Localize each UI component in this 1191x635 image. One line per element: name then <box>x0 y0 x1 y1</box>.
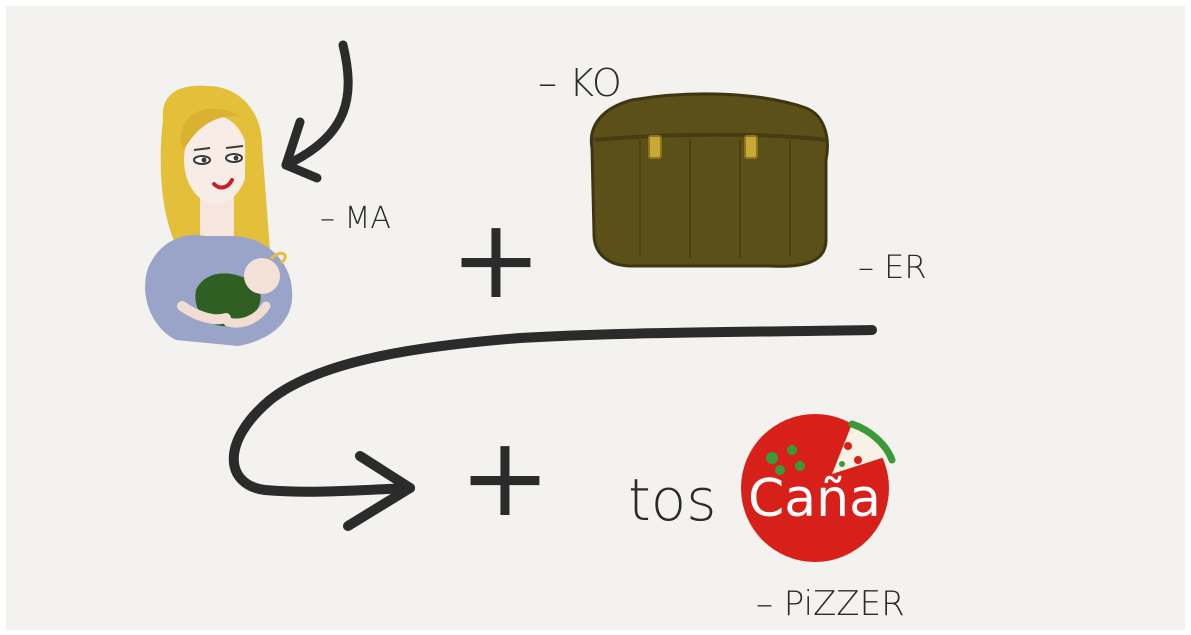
logo-text-prefix: tos <box>628 466 716 534</box>
latch-right-icon <box>744 135 758 159</box>
label-er: – ER <box>858 248 927 286</box>
label-ko: – KO <box>538 61 622 105</box>
latch-left-icon <box>648 135 662 159</box>
label-pizzer: – PiZZER <box>756 584 905 624</box>
plus-sign-bottom: + <box>459 413 551 541</box>
looping-arrow-icon <box>228 325 877 531</box>
logo-text-suffix: Caña <box>748 469 881 529</box>
mother-holding-baby-icon <box>145 85 293 346</box>
label-ma: – MA <box>320 201 391 236</box>
pizza-logo-icon <box>741 414 896 562</box>
plus-sign-top: + <box>450 195 542 323</box>
brown-suitcase-icon <box>589 92 829 268</box>
curved-arrow-icon <box>281 40 353 183</box>
